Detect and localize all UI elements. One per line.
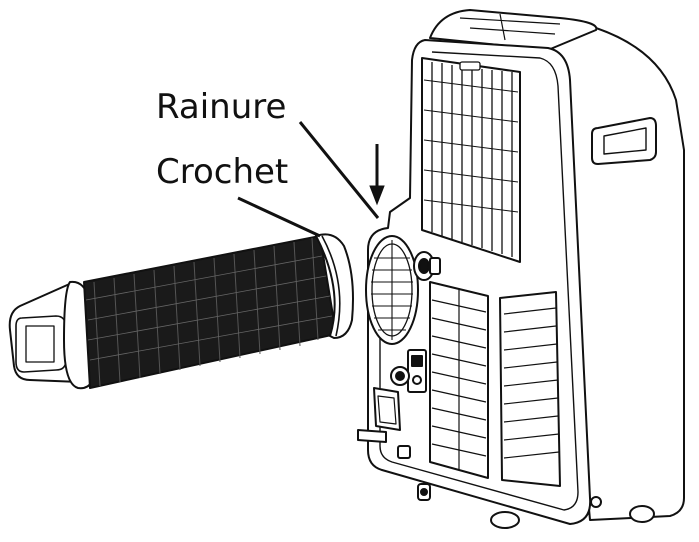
hose-connector [315,233,354,339]
down-arrow [369,144,385,206]
exhaust-port [365,235,419,345]
upper-grille-slats [423,62,519,257]
drain-knob [413,251,441,281]
front-caster [490,511,520,529]
leader-line-groove [298,121,380,219]
lower-right-grille [499,291,561,487]
unit-top-panel [429,9,598,51]
hook-label: Crochet [156,152,289,192]
exhaust-hose [8,233,354,390]
upper-air-grille [421,57,521,263]
annotations [237,121,385,238]
bottom-drain [417,483,431,501]
rear-caster [629,505,655,523]
hose-ribs [85,237,333,387]
cord-hook [357,429,387,443]
air-conditioner-unit [357,9,685,529]
leader-line-hook [237,196,321,238]
groove-label: Rainure [156,87,287,127]
power-socket [407,349,427,393]
